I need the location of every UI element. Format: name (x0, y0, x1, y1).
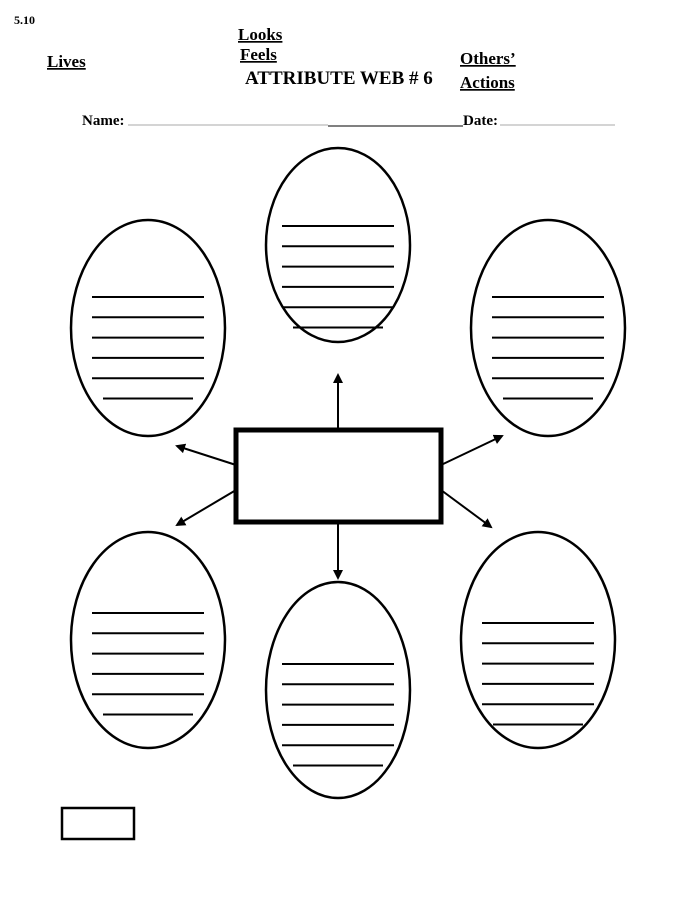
center-box (233, 427, 444, 525)
oval-bottom-right (459, 530, 617, 750)
label-others: Others’ (460, 49, 516, 68)
label-looks: Looks (238, 25, 283, 44)
oval-bottom-left (69, 530, 227, 750)
arrow-up-left (175, 443, 237, 466)
label-actions: Actions (460, 73, 515, 92)
oval-top-right (469, 218, 627, 438)
oval-top-left (69, 218, 227, 438)
oval-bottom (264, 580, 412, 800)
label-feels: Feels (240, 45, 277, 64)
page-number: 5.10 (14, 13, 35, 27)
oval-top (264, 146, 412, 344)
small-box (60, 806, 136, 841)
page-title: ATTRIBUTE WEB # 6 (245, 68, 433, 89)
arrow-up-right (440, 434, 504, 466)
arrow-down-left (175, 489, 237, 527)
date-label: Date: (463, 113, 498, 129)
arrow-down-right (440, 489, 493, 529)
label-lives: Lives (47, 52, 86, 71)
name-label: Name: (82, 113, 124, 129)
